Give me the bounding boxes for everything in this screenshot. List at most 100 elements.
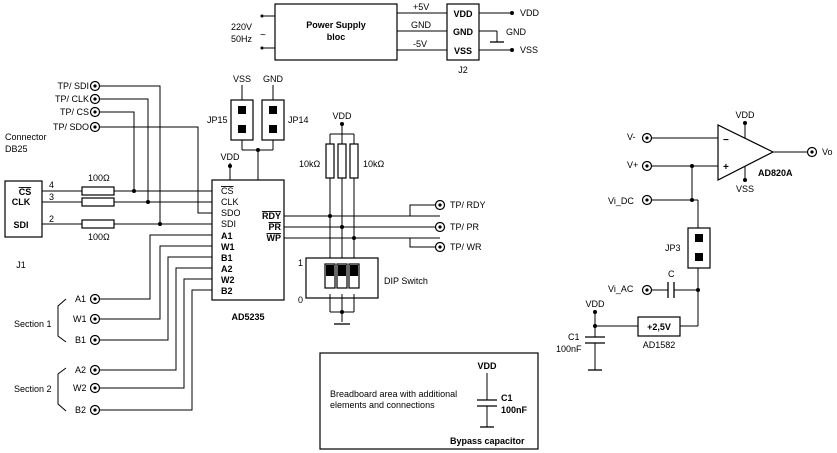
connector-j1: Connector DB25 CS CLK SDI J1 4 3 2 100Ω … [4,132,222,270]
resistor-bottom-value: 100Ω [88,232,110,242]
tp-rdy-label: TP/ RDY [450,200,486,210]
bypass-cap-value: 100nF [501,405,528,415]
dip-switch-3-lever[interactable] [350,265,358,276]
test-points-left: TP/ SDI TP/ CLK TP/ CS TP/ SDO [53,80,222,224]
opamp-vo-label: Vo [822,147,833,157]
section-1-b1-label: B1 [75,335,86,345]
ic-supply-label: VDD [220,152,240,162]
ic-pin-sdo: SDO [221,208,241,218]
pullup-resistor-3 [349,143,359,179]
dip-on-label: 1 [298,258,303,268]
power-supply-title: Power Supply [306,20,366,30]
pullup-right-value: 10kΩ [363,159,385,169]
tp-pr-label: TP/ PR [450,222,480,232]
resistor-clk [81,197,115,207]
test-points-right: TP/ RDY TP/ PR TP/ WR [380,199,486,253]
opamp-vneg-label: V- [627,132,636,142]
dip-switch-2-lever[interactable] [338,265,346,276]
j2-pin-vdd: VDD [453,9,473,19]
ic-part-number: AD5235 [231,312,264,322]
jp14-label: JP14 [288,115,309,125]
breadboard-text-line2: elements and connections [330,400,435,410]
out-terminal-vss [510,48,514,52]
section-1-w1-label: W1 [73,314,87,324]
section-1-a1-label: A1 [75,294,86,304]
section-2-a2-label: A2 [75,365,86,375]
j2-ref-label: J2 [458,65,468,75]
jp15-label: JP15 [207,115,228,125]
reference-section: VDD +2,5V AD1582 C1 100nF [556,299,698,371]
section-1-label: Section 1 [14,319,52,329]
resistor-cs-100ohm [81,186,115,196]
dip-off-label: 0 [298,295,303,305]
opamp-part-number: AD820A [758,168,793,178]
breadboard-supply-label: VDD [477,361,497,371]
pullup-resistor-2 [337,143,347,179]
rail-label-p5v: +5V [413,2,429,12]
section-2-b2-label: B2 [75,405,86,415]
rail-label-m5v: -5V [413,39,427,49]
jp14-supply-label: GND [263,74,284,84]
reference-supply-label: VDD [585,299,605,309]
breadboard-area: Breadboard area with additional elements… [319,352,539,450]
tp-sdo-label: TP/ SDO [53,122,89,132]
mains-terminal-bottom [260,46,264,50]
jp3-label: JP3 [665,243,681,253]
tp-sdi-label: TP/ SDI [57,81,89,91]
opamp-section: V- V+ − + VDD VSS AD820A Vo Vi_DC JP3 [608,110,833,326]
bypass-cap-ref: C1 [501,393,513,403]
ic-pin-sdi: SDI [221,219,236,229]
j2-pin-vss: VSS [454,46,472,56]
breadboard-box [319,352,539,450]
j1-signal-sdi: SDI [13,220,28,230]
j1-signal-clk: CLK [12,197,31,207]
power-supply-section: 220V 50Hz ~ Power Supply bloc +5V GND -5… [231,2,540,75]
reference-part-number: AD1582 [643,340,676,350]
ic-pin-wp: WP [267,233,282,243]
tp-sdo-wire [100,126,222,214]
ic-pin-b2: B2 [221,286,233,296]
rail-label-gnd: GND [411,20,432,30]
mains-terminal-top [260,14,264,18]
tp-sdi-wire [100,85,161,224]
opamp-vpos-label: V+ [627,160,638,170]
ic-pin-pr: PR [268,222,281,232]
ic-pin-a2: A2 [221,264,233,274]
tp-cs-label: TP/ CS [60,107,89,117]
opamp-vdd-label: VDD [735,110,755,120]
vi-dc-label: Vi_DC [608,196,634,206]
pullup-supply-label: VDD [332,111,352,121]
connector-j2 [446,3,480,61]
resistor-sdi-100ohm [81,219,115,229]
out-terminal-vdd [510,11,514,15]
tp-clk-label: TP/ CLK [55,94,89,104]
reference-voltage-label: +2,5V [647,322,671,332]
pullups-dip-switch: VDD 10kΩ 10kΩ 1 0 DIP Switch [298,111,428,325]
ic-pin-clk: CLK [221,197,239,207]
potentiometer-sections: Section 1 A1 W1 B1 Section 2 A2 W2 B2 [14,234,212,416]
tp-cs-wire [100,111,135,191]
power-supply-block [274,3,398,61]
ref-cap-value: 100nF [556,344,582,354]
dip-switch-label: DIP Switch [384,276,428,286]
breadboard-text-line1: Breadboard area with additional [330,389,457,399]
ic-pin-rdy: RDY [262,211,281,221]
a1-wire [100,234,212,300]
j1-pin-4: 4 [49,180,54,190]
ic-ad5235: VDD AD5235 CS CLK SDO SDI A1 W1 B1 A2 W2… [211,152,440,322]
dip-switch-1-lever[interactable] [326,265,334,276]
ic-body [211,179,285,301]
out-label-vss: VSS [520,45,538,55]
out-label-vdd: VDD [520,8,540,18]
ac-symbol: ~ [260,30,266,41]
bypass-caption: Bypass capacitor [450,436,525,446]
pullup-resistor-1 [325,143,335,179]
mains-frequency-label: 50Hz [231,34,253,44]
j1-signal-cs: CS [19,187,32,197]
connector-type: DB25 [5,144,28,154]
mains-voltage-label: 220V [231,22,252,32]
pullup-left-value: 10kΩ [299,159,321,169]
jp15-supply-label: VSS [233,74,251,84]
ic-pin-w1: W1 [221,242,235,252]
